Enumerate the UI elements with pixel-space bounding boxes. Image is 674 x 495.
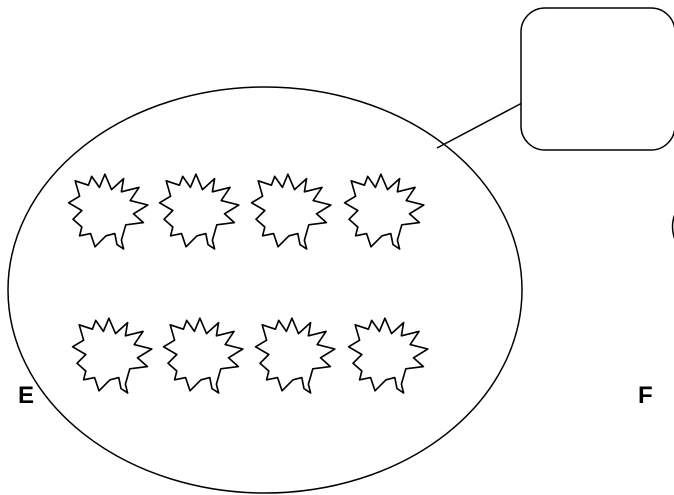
maple-leaf-icon bbox=[254, 317, 336, 394]
maple-leaf-icon bbox=[347, 317, 429, 394]
connector-line bbox=[436, 102, 523, 149]
maple-leaf-icon bbox=[343, 173, 425, 250]
leaf-row-1 bbox=[67, 173, 425, 250]
group-oval bbox=[7, 86, 523, 494]
label-f: F bbox=[638, 382, 653, 409]
maple-leaf-icon bbox=[71, 317, 153, 394]
maple-leaf-icon bbox=[162, 317, 244, 394]
leaf-row-2 bbox=[71, 317, 429, 394]
label-e: E bbox=[18, 382, 35, 409]
partial-curve-right bbox=[671, 214, 674, 239]
maple-leaf-icon bbox=[158, 173, 240, 250]
maple-leaf-icon bbox=[67, 173, 149, 250]
answer-box[interactable] bbox=[520, 7, 674, 151]
maple-leaf-icon bbox=[250, 173, 332, 250]
